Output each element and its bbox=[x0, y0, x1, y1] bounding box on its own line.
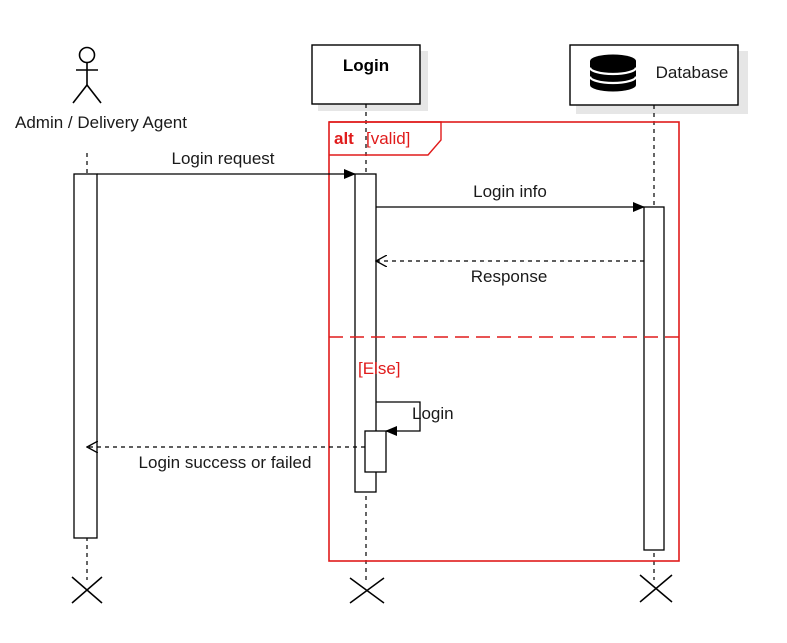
message-self-login[interactable]: Login bbox=[376, 401, 454, 436]
activation-bar-admin bbox=[73, 173, 98, 539]
actor-stick-figure-icon bbox=[72, 46, 102, 104]
destroy-marker-login bbox=[349, 577, 385, 604]
self-message-arrow bbox=[376, 401, 421, 436]
message-label: Login info bbox=[473, 182, 547, 201]
destroy-marker-database bbox=[639, 574, 673, 603]
participant-database-label: Database bbox=[656, 63, 729, 82]
message-response[interactable]: Response bbox=[376, 261, 644, 286]
message-login-result[interactable]: Login success or failed bbox=[87, 447, 365, 472]
message-label: Login success or failed bbox=[139, 453, 312, 472]
actor-label: Admin / Delivery Agent bbox=[15, 113, 187, 132]
alt-guard-valid: [valid] bbox=[366, 129, 410, 148]
message-login-request[interactable]: Login request bbox=[97, 149, 356, 179]
alt-fragment: alt [valid] [Else] bbox=[328, 121, 680, 562]
message-label: Response bbox=[471, 267, 548, 286]
participant-database[interactable]: Database bbox=[569, 44, 748, 114]
alt-fragment-frame bbox=[328, 121, 680, 562]
activation-bar-login bbox=[354, 173, 377, 493]
participant-login-box bbox=[311, 44, 421, 105]
participant-login-label: Login bbox=[343, 56, 389, 75]
message-label: Login bbox=[412, 404, 454, 423]
database-cylinder-icon bbox=[588, 54, 638, 92]
alt-keyword: alt bbox=[334, 129, 354, 148]
destroy-marker-admin bbox=[71, 576, 103, 604]
alt-guard-else: [Else] bbox=[358, 359, 401, 378]
message-label: Login request bbox=[171, 149, 274, 168]
participant-login[interactable]: Login bbox=[311, 44, 428, 111]
activation-bar-login-nested bbox=[364, 430, 387, 473]
message-login-info[interactable]: Login info bbox=[376, 182, 645, 212]
activation-bar-database bbox=[643, 206, 665, 551]
actor-admin-delivery-agent[interactable]: Admin / Delivery Agent bbox=[15, 46, 187, 133]
alt-fragment-tab bbox=[329, 121, 442, 156]
